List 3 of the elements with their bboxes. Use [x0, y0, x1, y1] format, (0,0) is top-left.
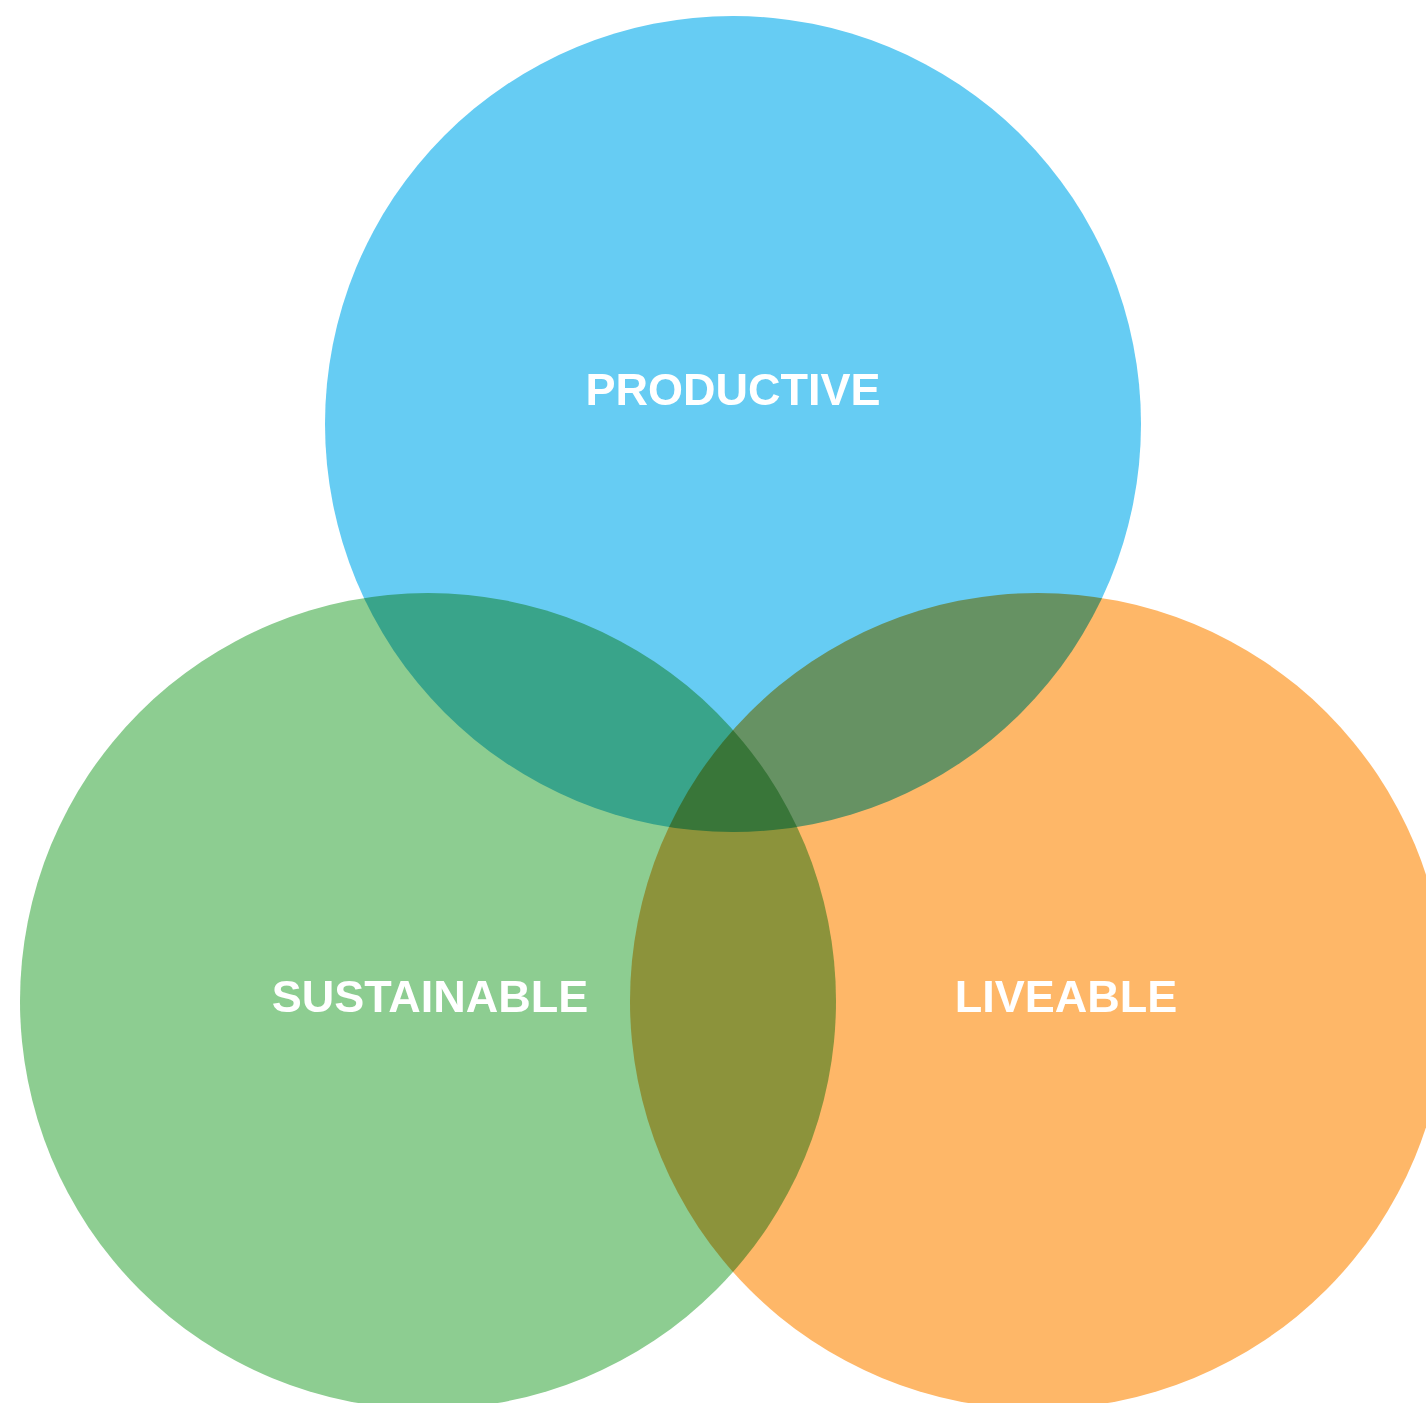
circle-label: LIVEABLE [954, 972, 1178, 1022]
circle-label: SUSTAINABLE [271, 972, 589, 1022]
circle-label: PRODUCTIVE [585, 365, 881, 415]
